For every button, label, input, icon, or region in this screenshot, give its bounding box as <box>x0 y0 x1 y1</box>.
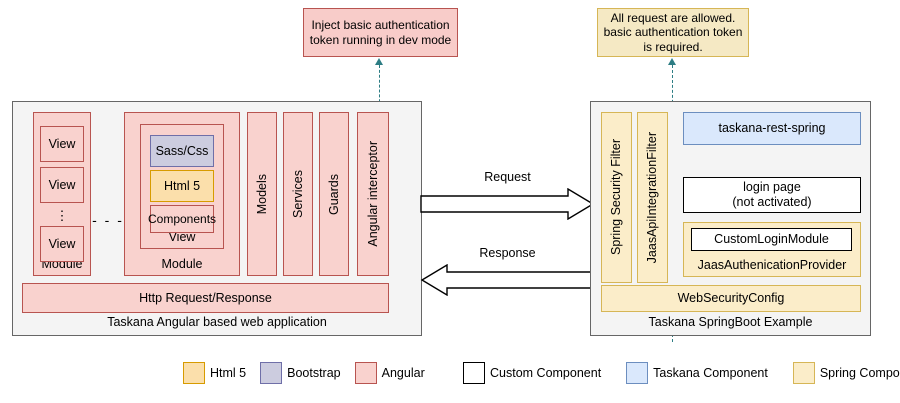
response-arrow <box>420 264 595 296</box>
jaas-authentication-provider-label: JaasAuthenicationProvider <box>697 258 847 273</box>
legend-label-custom-component: Custom Component <box>490 366 602 380</box>
modules-ellipsis: - - - <box>92 211 124 228</box>
column-guards-label: Guards <box>326 173 341 215</box>
angular-application-panel-label: Taskana Angular based web application <box>107 315 327 329</box>
legend-item-html5: Html 5 <box>183 362 246 384</box>
legend-swatch-angular <box>354 362 377 384</box>
response-arrow-label: Response <box>479 246 536 260</box>
angular-module-a-view-2: View <box>40 167 84 203</box>
taskana-rest-spring-box: taskana-rest-spring <box>683 112 861 145</box>
legend-label-taskana-component: Taskana Component <box>653 366 768 380</box>
column-services: Services <box>283 112 313 276</box>
legend-item-bootstrap: Bootstrap <box>260 362 341 384</box>
legend-swatch-custom-component <box>463 362 485 384</box>
callout-spring-text: All request are allowed. basic authentic… <box>603 11 743 54</box>
legend-right-group: Custom Component Taskana Component Sprin… <box>463 362 900 384</box>
legend-item-angular: Angular <box>354 362 425 384</box>
angular-interceptor-column: Angular interceptor <box>357 112 389 276</box>
legend-left-group: Html 5 Bootstrap Angular <box>183 362 425 384</box>
custom-login-module-box: CustomLoginModule <box>691 228 852 251</box>
callout-angular-interceptor: Inject basic authentication token runnin… <box>303 8 458 57</box>
legend-label-html5: Html 5 <box>210 366 247 380</box>
legend-label-bootstrap: Bootstrap <box>287 366 341 380</box>
callout-angular-text: Inject basic authentication token runnin… <box>309 18 452 47</box>
springboot-example-panel-label: Taskana SpringBoot Example <box>648 315 813 329</box>
web-security-config-bar: WebSecurityConfig <box>601 285 861 312</box>
legend-label-angular: Angular <box>381 366 425 380</box>
angular-module-b-view-label: View <box>168 229 196 244</box>
legend-label-spring-component: Spring Component <box>819 366 900 380</box>
connector-arrowhead-spring <box>668 58 676 65</box>
connector-arrowhead-angular <box>375 58 383 65</box>
jaas-api-integration-filter-label: JaasApiIntegrationFilter <box>645 131 660 264</box>
spring-security-filter-column: Spring Security Filter <box>601 112 632 283</box>
legend-swatch-html5 <box>183 362 205 384</box>
sass-css-box: Sass/Css <box>150 135 214 167</box>
column-models-label: Models <box>254 173 269 215</box>
connector-line-angular <box>379 65 380 117</box>
components-box: Components <box>148 205 216 233</box>
jaas-api-integration-filter-column: JaasApiIntegrationFilter <box>637 112 668 283</box>
legend-swatch-bootstrap <box>260 362 283 384</box>
callout-spring-security: All request are allowed. basic authentic… <box>597 8 749 57</box>
column-services-label: Services <box>290 170 305 218</box>
column-models: Models <box>247 112 277 276</box>
legend-swatch-taskana-component <box>626 362 649 384</box>
angular-module-b-label: Module <box>161 256 203 271</box>
angular-module-a-view-1: View <box>40 126 84 162</box>
column-guards: Guards <box>319 112 349 276</box>
legend-item-taskana-component: Taskana Component <box>626 362 768 384</box>
http-request-response-bar: Http Request/Response <box>22 283 389 313</box>
login-page-line1: login page <box>743 180 801 195</box>
legend-item-custom-component: Custom Component <box>463 362 601 384</box>
angular-module-a-view-3: View <box>40 226 84 262</box>
legend-item-spring-component: Spring Component <box>792 362 900 384</box>
request-arrow <box>420 188 595 220</box>
angular-module-a-ellipsis: ⋮ <box>55 207 69 223</box>
angular-interceptor-label: Angular interceptor <box>365 141 380 247</box>
legend-swatch-spring-component <box>792 362 815 384</box>
login-page-line2: (not activated) <box>732 195 812 209</box>
login-page-box: login page (not activated) <box>683 177 861 213</box>
html5-box: Html 5 <box>150 170 214 202</box>
spring-security-filter-label: Spring Security Filter <box>609 139 624 256</box>
request-arrow-label: Request <box>484 170 531 184</box>
